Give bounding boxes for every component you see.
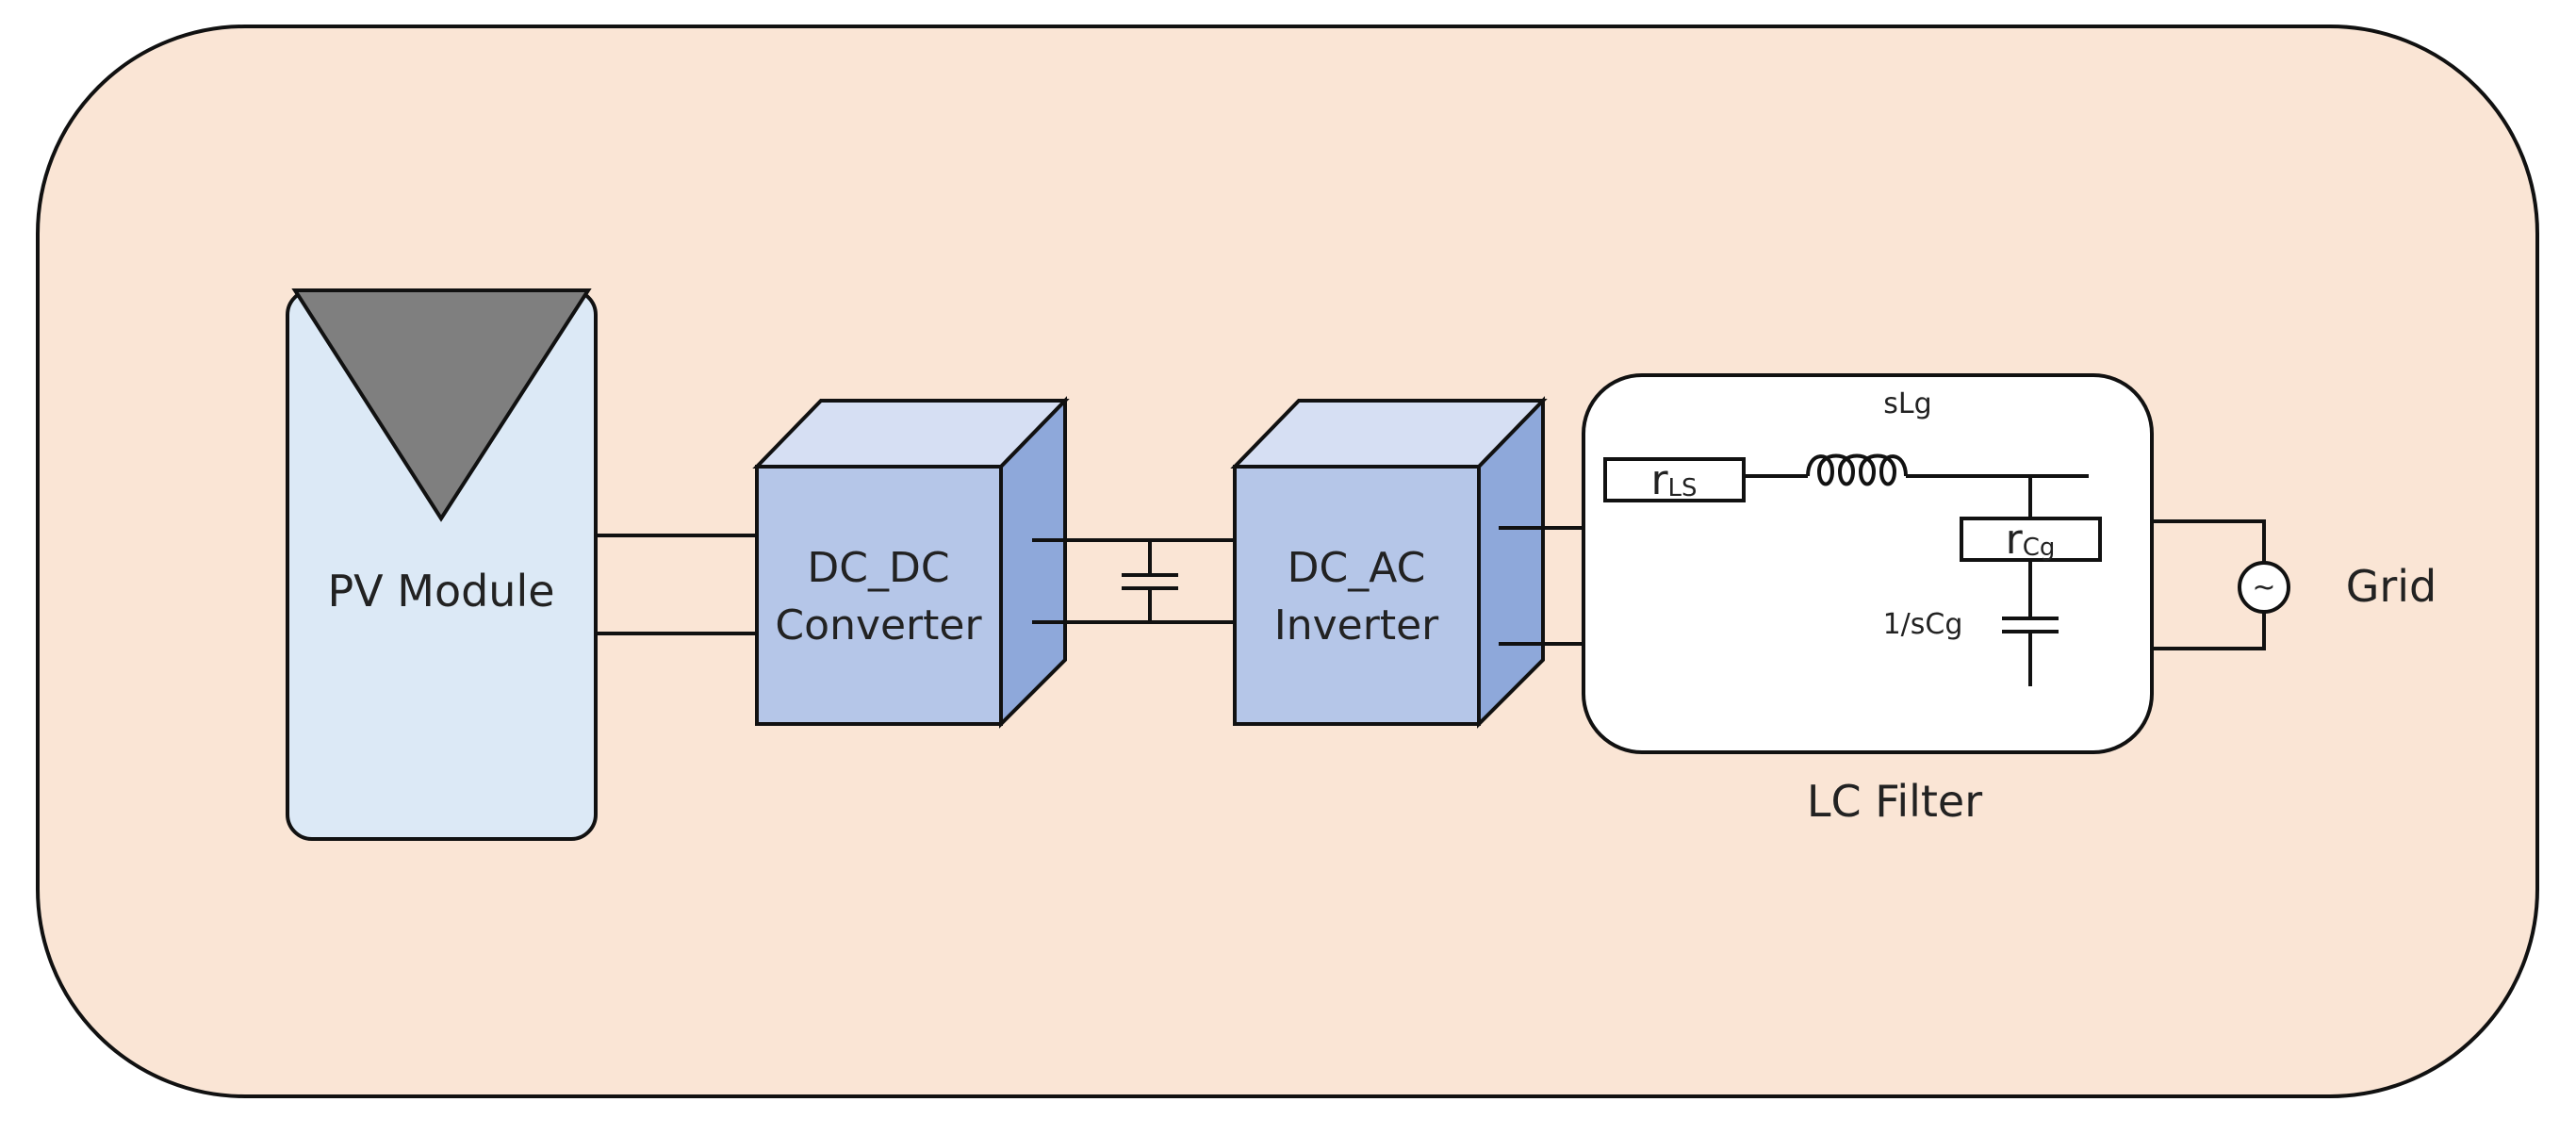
dcdc-label-line1: DC_DC [807, 544, 949, 592]
dcdc-label-line2: Converter [775, 601, 982, 650]
dcac-front-face [1233, 465, 1481, 726]
pv-panel-triangle-icon [291, 288, 592, 522]
dc-dc-converter-block: DC_DC Converter [752, 396, 1070, 729]
grid-label: Grid [2346, 561, 2437, 612]
wire-filter-to-grid-top [2152, 519, 2266, 566]
inductor-slg-icon [1806, 453, 1908, 486]
resistor-rls-icon [1603, 457, 1746, 502]
capacitor-cg-label: 1/sCg [1883, 608, 1963, 641]
inductor-slg-label: sLg [1883, 387, 1931, 420]
lc-filter: rLS sLg rCg 1/sCg LC Filter [1582, 373, 2154, 827]
grid-source-symbol: ~ [2252, 571, 2275, 604]
grid-ac-source-icon: ~ [2238, 561, 2290, 614]
lc-filter-box [1582, 373, 2154, 754]
dclink-capacitor-icon [1122, 540, 1178, 622]
wire-filter-to-grid-bottom [2152, 613, 2266, 650]
pv-module-label: PV Module [327, 566, 554, 617]
lc-filter-title: LC Filter [1807, 776, 1982, 827]
resistor-rls-label: rLS [1650, 456, 1697, 504]
pv-module: PV Module [286, 288, 598, 841]
dcac-label-line1: DC_AC [1288, 544, 1426, 592]
dc-ac-inverter-block: DC_AC Inverter [1230, 396, 1548, 729]
dcac-label-line2: Inverter [1274, 601, 1439, 650]
dcdc-front-face [755, 465, 1003, 726]
resistor-rcg-label: rCg [2006, 516, 2056, 564]
capacitor-cg-icon [2002, 617, 2059, 686]
